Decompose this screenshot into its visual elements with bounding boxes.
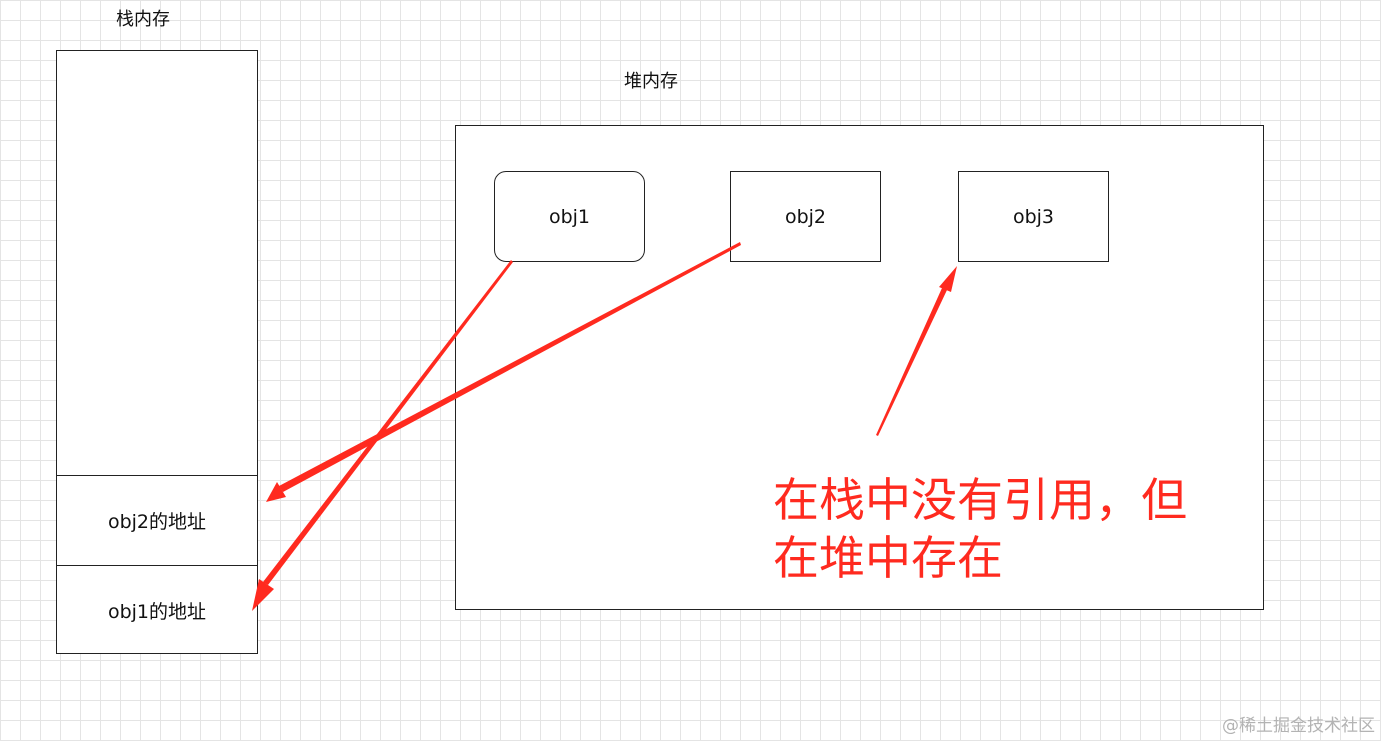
annotation-note: 在栈中没有引用，但 在堆中存在 [773,471,1187,587]
stack-cell-obj1-address: obj1的地址 [57,565,257,654]
stack-cell-obj2-address: obj2的地址 [57,475,257,565]
stack-title: 栈内存 [116,9,170,30]
arrow-obj1-to-stack [252,260,513,611]
heap-object-obj3: obj3 [958,171,1109,262]
annotation-line-2: 在堆中存在 [773,531,1003,585]
heap-title: 堆内存 [624,71,678,92]
watermark: @稀土掘金技术社区 [1222,716,1375,736]
heap-object-obj1: obj1 [494,171,645,262]
heap-object-obj2: obj2 [730,171,881,262]
annotation-line-1: 在栈中没有引用，但 [773,473,1187,527]
stack-memory-box: obj2的地址 obj1的地址 [56,50,258,654]
arrow-note-to-obj3 [876,266,957,436]
arrow-obj2-to-stack [266,242,741,502]
